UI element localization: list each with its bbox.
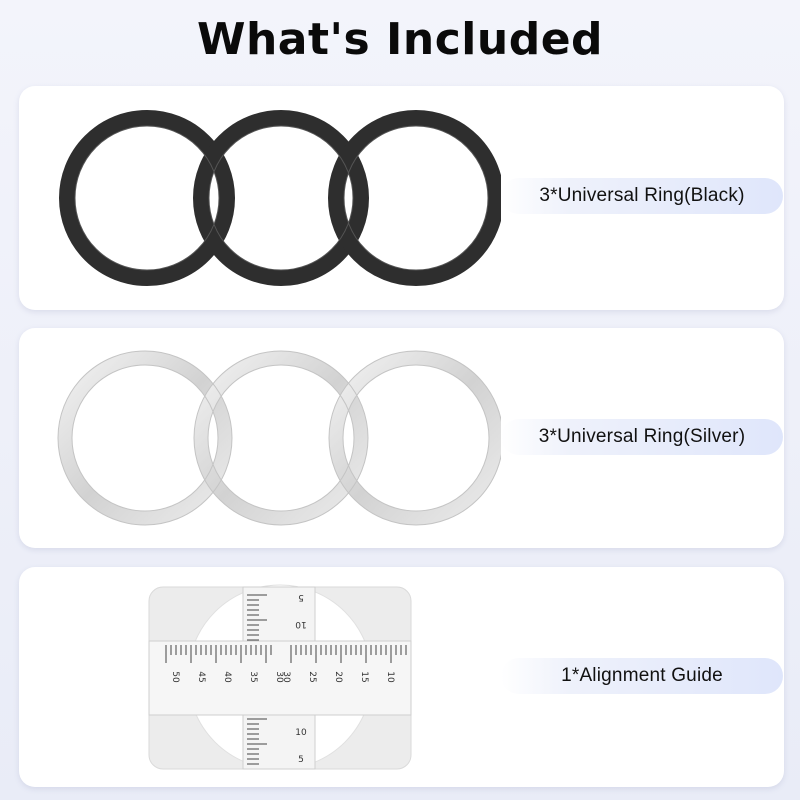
ruler-label: 10	[295, 619, 307, 629]
ruler-label: 10	[385, 671, 395, 683]
silver-ring	[194, 351, 368, 525]
black-ring	[59, 110, 235, 286]
black-rings-illustration	[59, 110, 501, 286]
ruler-label: 30	[274, 671, 284, 683]
silver-rings-illustration	[57, 350, 501, 526]
ruler-label: 45	[196, 671, 206, 682]
black-rings-label: 3*Universal Ring(Black)	[501, 178, 783, 214]
alignment-guide-label: 1*Alignment Guide	[501, 658, 783, 694]
page-title: What's Included	[196, 14, 604, 65]
ruler-label: 35	[248, 671, 258, 682]
ruler-label: 20	[333, 671, 343, 683]
ruler-label: 25	[307, 671, 317, 682]
ruler-label: 10	[295, 728, 307, 738]
silver-ring	[329, 351, 501, 525]
black-rings-card: 3*Universal Ring(Black)	[19, 86, 784, 310]
silver-ring	[58, 351, 232, 525]
black-ring	[193, 110, 369, 286]
ruler-label: 5	[298, 755, 304, 765]
ruler-label: 15	[359, 671, 369, 682]
ruler-label: 5	[298, 592, 304, 602]
black-ring	[328, 110, 501, 286]
ruler-label: 40	[222, 671, 232, 683]
ruler-label: 30	[281, 671, 291, 683]
ruler-label: 50	[170, 671, 180, 683]
silver-rings-label: 3*Universal Ring(Silver)	[501, 419, 783, 455]
silver-rings-card: 3*Universal Ring(Silver)	[19, 328, 784, 548]
